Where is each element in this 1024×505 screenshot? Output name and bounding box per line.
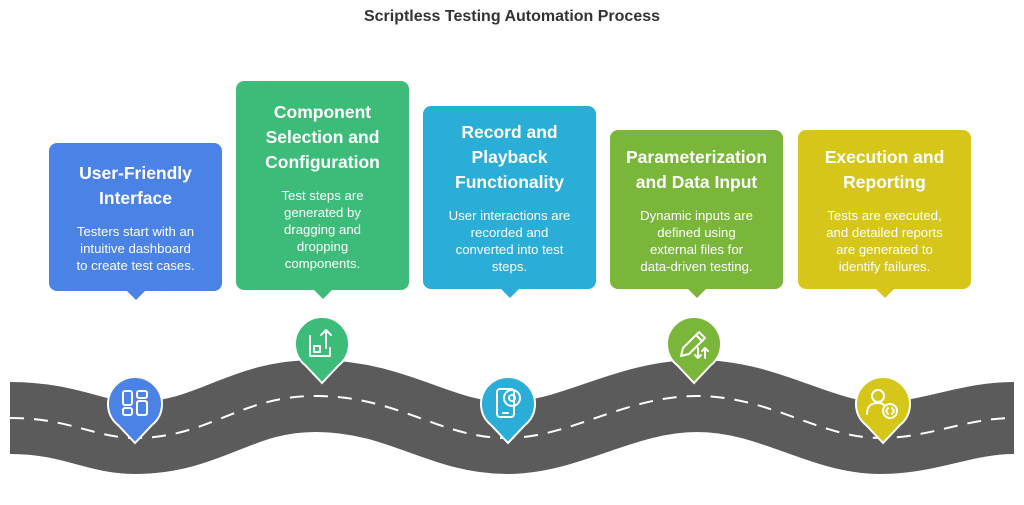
step-title: User-Friendly Interface xyxy=(59,161,212,211)
desc-line: User interactions are xyxy=(448,208,571,223)
desc-line: dragging and xyxy=(284,221,361,237)
step-card-record-playback: Record and Playback Functionality User i… xyxy=(423,106,596,298)
pin-marker xyxy=(294,316,350,385)
step-title: Record and Playback Functionality xyxy=(433,120,586,195)
step-description: Dynamic inputs are defined using externa… xyxy=(620,207,773,275)
desc-line: recorded and xyxy=(470,225,549,240)
desc-line: converted into test xyxy=(455,242,564,257)
pin-step-3 xyxy=(480,376,536,445)
desc-line: dropping xyxy=(296,238,349,254)
title-line: Interface xyxy=(99,187,172,208)
step-card-execution-reporting: Execution and Reporting Tests are execut… xyxy=(798,130,971,298)
title-line: Selection and xyxy=(265,126,380,147)
desc-line: identify failures. xyxy=(838,258,931,274)
step-title: Component Selection and Configuration xyxy=(246,100,399,175)
step-card-component-selection: Component Selection and Configuration Te… xyxy=(236,81,409,299)
drag-drop-icon xyxy=(309,329,332,357)
step-description: Tests are executed, and detailed reports… xyxy=(808,207,961,275)
title-line: Parameterization xyxy=(625,146,768,167)
step-description: Test steps are generated by dragging and… xyxy=(246,187,399,272)
title-line: and Data Input xyxy=(635,171,758,192)
desc-line: Testers start with an xyxy=(76,223,195,239)
pin-marker xyxy=(480,376,536,445)
title-line: Functionality xyxy=(455,172,564,192)
desc-line: generated by xyxy=(284,204,361,220)
step-description: User interactions are recorded and conve… xyxy=(433,207,586,275)
title-line: Playback xyxy=(471,147,548,167)
mobile-record-icon xyxy=(496,388,521,418)
pin-step-1 xyxy=(107,376,163,445)
desc-line: and detailed reports xyxy=(826,224,943,240)
pin-marker xyxy=(107,376,163,445)
step-description: Testers start with an intuitive dashboar… xyxy=(59,223,212,274)
diagram-title: Scriptless Testing Automation Process xyxy=(363,8,661,25)
desc-line: data-driven testing. xyxy=(640,258,753,274)
step-card-parameterization: Parameterization and Data Input Dynamic … xyxy=(610,130,783,298)
desc-line: external files for xyxy=(649,241,744,257)
desc-line: intuitive dashboard xyxy=(80,240,191,256)
desc-line: are generated to xyxy=(836,241,933,257)
pin-step-4 xyxy=(666,316,722,385)
user-code-icon xyxy=(866,389,898,419)
desc-line: defined using xyxy=(657,224,736,240)
desc-line: steps. xyxy=(491,259,528,274)
title-line: Configuration xyxy=(265,151,380,172)
desc-line: Dynamic inputs are xyxy=(640,207,753,223)
desc-line: components. xyxy=(284,255,361,271)
desc-line: Tests are executed, xyxy=(827,207,942,223)
title-line: Reporting xyxy=(843,171,926,192)
edit-sort-icon xyxy=(680,331,709,359)
title-line: User-Friendly xyxy=(79,162,192,183)
step-card-user-friendly-interface: User-Friendly Interface Testers start wi… xyxy=(49,143,222,300)
step-title: Parameterization and Data Input xyxy=(620,145,773,195)
title-line: Execution and xyxy=(824,146,945,167)
step-title: Execution and Reporting xyxy=(808,145,961,195)
pin-step-2 xyxy=(294,316,350,385)
pin-step-5 xyxy=(855,376,911,445)
dashboard-layout-icon xyxy=(122,390,148,416)
title-line: Record and xyxy=(461,122,558,142)
desc-line: to create test cases. xyxy=(76,257,195,273)
desc-line: Test steps are xyxy=(281,187,364,203)
title-line: Component xyxy=(273,101,372,122)
